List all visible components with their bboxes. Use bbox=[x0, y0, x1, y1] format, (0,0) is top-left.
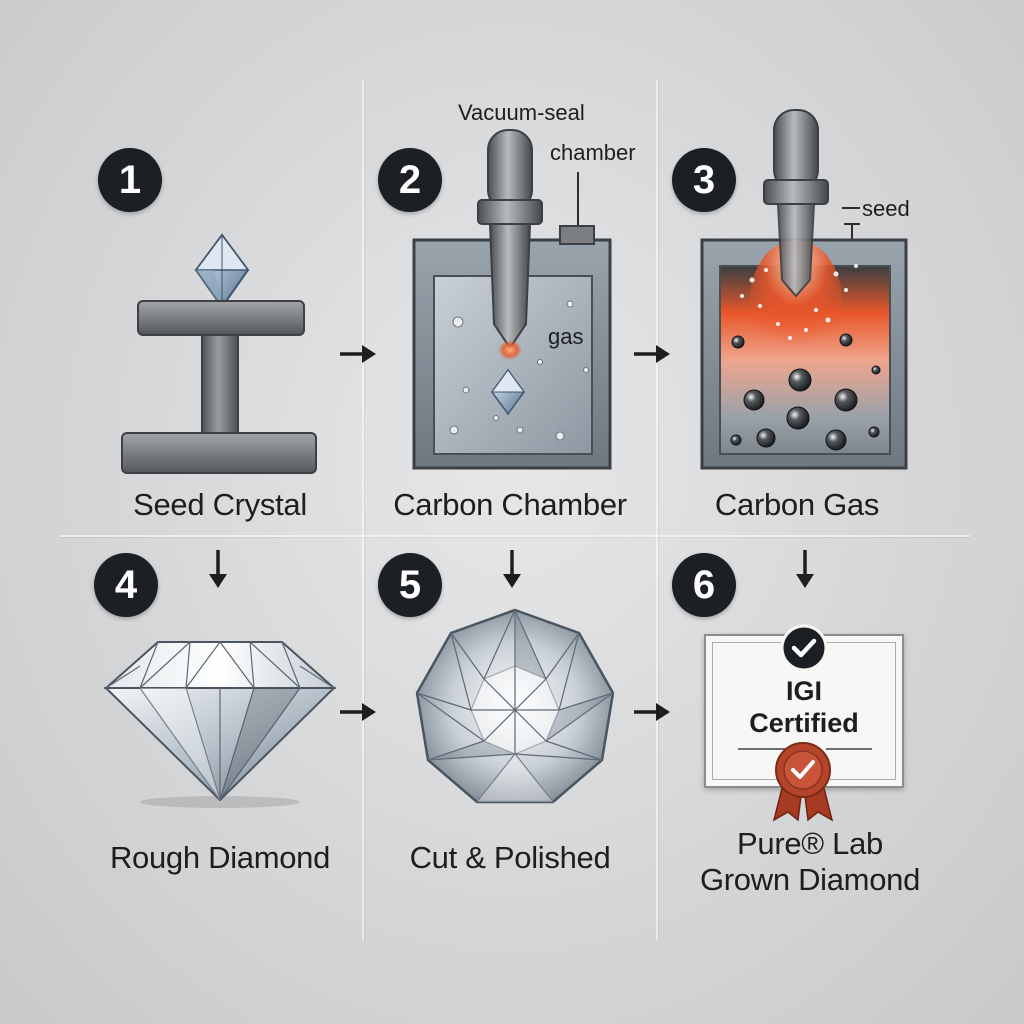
step-1-badge: 1 bbox=[98, 148, 162, 212]
seed-label: seed bbox=[862, 196, 910, 221]
step-6-label-line1: Pure® Lab bbox=[737, 826, 883, 861]
grid-divider-1 bbox=[362, 80, 364, 940]
step-5-badge: 5 bbox=[378, 553, 442, 617]
step-3-label: Carbon Gas bbox=[714, 487, 880, 522]
step-6-badge: 6 bbox=[672, 553, 736, 617]
step-4-badge: 4 bbox=[94, 553, 158, 617]
step-3-badge: 3 bbox=[672, 148, 736, 212]
chamber-gem-icon bbox=[491, 368, 525, 416]
gas-label: gas bbox=[548, 324, 584, 349]
certificate-line2: Certified bbox=[749, 708, 859, 738]
grid-divider-2 bbox=[656, 80, 658, 940]
check-icon bbox=[780, 624, 828, 672]
step-5-label: Cut & Polished bbox=[409, 840, 611, 875]
step-2-label: Carbon Chamber bbox=[393, 487, 627, 522]
arrow-right-icon bbox=[634, 345, 670, 363]
grid-divider-3 bbox=[60, 535, 970, 537]
step-1-label: Seed Crystal bbox=[133, 487, 307, 522]
seed-crystal-illustration bbox=[121, 233, 317, 474]
step-2-badge: 2 bbox=[378, 148, 442, 212]
arrow-down-icon bbox=[209, 550, 227, 588]
arrow-down-icon bbox=[503, 550, 521, 588]
arrow-right-icon bbox=[634, 703, 670, 721]
chamber-label: chamber bbox=[550, 140, 636, 165]
seed-gem-icon bbox=[194, 233, 250, 309]
award-ribbon-icon bbox=[772, 742, 834, 822]
arrow-down-icon bbox=[796, 550, 814, 588]
cut-polished-diamond-illustration bbox=[415, 608, 615, 804]
vacuum-seal-label: Vacuum-seal bbox=[458, 100, 585, 125]
step-6-label-line2: Grown Diamond bbox=[699, 862, 921, 897]
arrow-right-icon bbox=[340, 703, 376, 721]
step-4-label: Rough Diamond bbox=[109, 840, 331, 875]
carbon-gas-illustration bbox=[700, 109, 908, 470]
arrow-right-icon bbox=[340, 345, 376, 363]
carbon-chamber-illustration bbox=[412, 129, 612, 470]
rough-diamond-illustration bbox=[103, 640, 337, 808]
certificate-line1: IGI bbox=[785, 676, 822, 706]
